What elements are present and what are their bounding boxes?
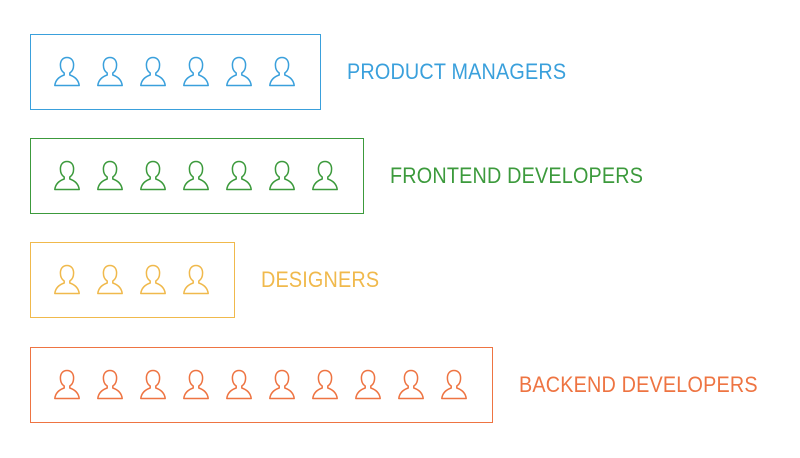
person-icon <box>139 159 167 193</box>
person-icon <box>182 368 210 402</box>
person-icon <box>182 159 210 193</box>
group-box-designers <box>30 242 235 318</box>
person-icon <box>182 263 210 297</box>
person-icon <box>225 368 253 402</box>
group-row-designers: DESIGNERS <box>30 240 392 320</box>
person-icon <box>440 368 468 402</box>
person-icon <box>53 55 81 89</box>
group-row-frontend-developers: FRONTEND DEVELOPERS <box>30 136 671 216</box>
person-icon <box>354 368 382 402</box>
person-icon <box>53 263 81 297</box>
group-box-product-managers <box>30 34 321 110</box>
person-icon <box>139 368 167 402</box>
person-icon <box>96 263 124 297</box>
person-icon <box>225 159 253 193</box>
person-icon <box>311 159 339 193</box>
group-row-product-managers: PRODUCT MANAGERS <box>30 32 591 112</box>
group-box-frontend-developers <box>30 138 364 214</box>
person-icon <box>53 368 81 402</box>
person-icon <box>268 159 296 193</box>
group-label-frontend-developers: FRONTEND DEVELOPERS <box>390 163 644 188</box>
person-icon <box>96 368 124 402</box>
person-icon <box>225 55 253 89</box>
person-icon <box>268 368 296 402</box>
person-icon <box>397 368 425 402</box>
group-label-designers: DESIGNERS <box>261 267 380 292</box>
person-icon <box>311 368 339 402</box>
person-icon <box>53 159 81 193</box>
person-icon <box>139 55 167 89</box>
person-icon <box>139 263 167 297</box>
group-row-backend-developers: BACKEND DEVELOPERS <box>30 345 784 425</box>
group-label-backend-developers: BACKEND DEVELOPERS <box>519 372 758 397</box>
person-icon <box>96 159 124 193</box>
person-icon <box>182 55 210 89</box>
person-icon <box>96 55 124 89</box>
person-icon <box>268 55 296 89</box>
group-label-product-managers: PRODUCT MANAGERS <box>347 59 567 84</box>
group-box-backend-developers <box>30 347 493 423</box>
